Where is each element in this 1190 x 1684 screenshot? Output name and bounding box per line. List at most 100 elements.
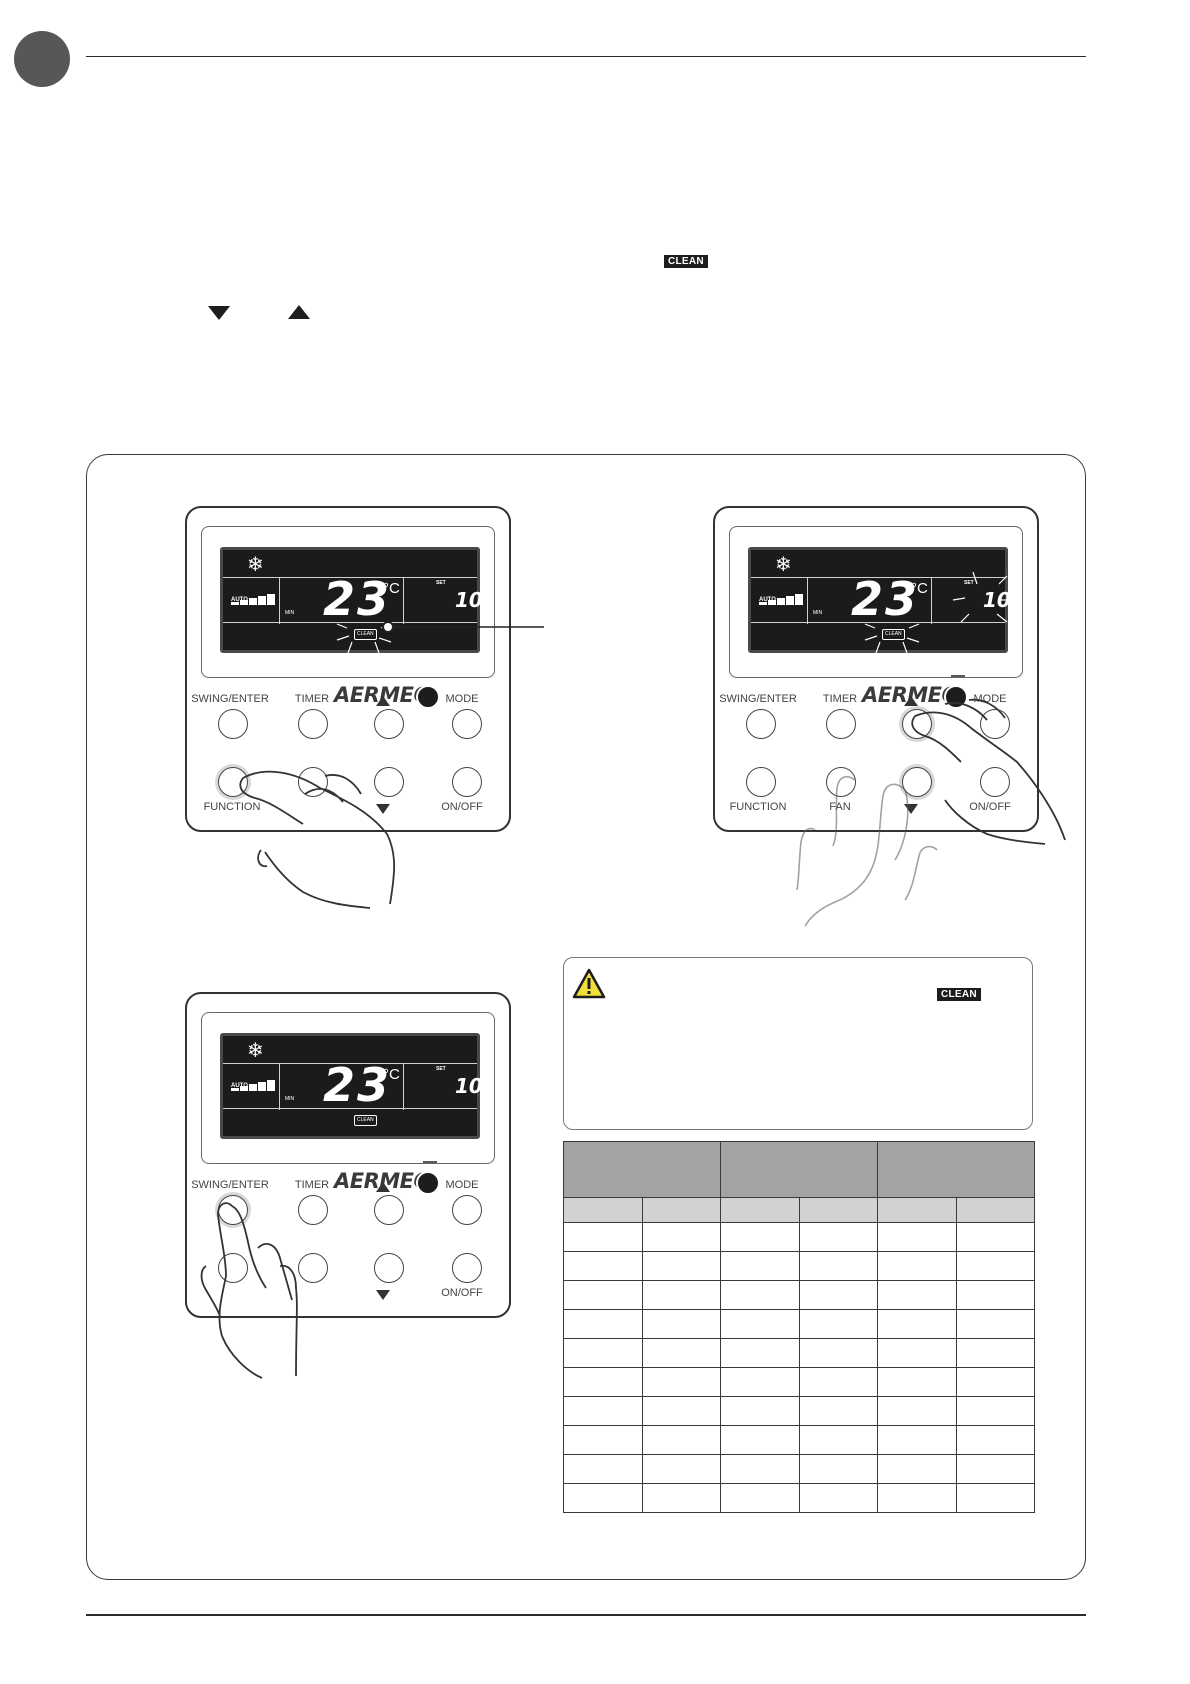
function-button[interactable] [218, 1253, 248, 1283]
timer-label: TIMER [294, 1179, 330, 1191]
temperature-readout: 23 [323, 572, 392, 626]
swing-enter-button[interactable] [218, 709, 248, 739]
mode-button[interactable] [452, 1195, 482, 1225]
display-panel: ❄ AUTO MIN 23 °C SET 10 CLEAN [729, 526, 1023, 709]
snowflake-icon: ❄ [247, 554, 264, 576]
lcd-screen: ❄ AUTO MIN 23 °C SET 10 CLEAN [220, 1033, 483, 1139]
table-header-cell [563, 1141, 721, 1198]
min-label: MIN [813, 610, 823, 616]
mode-label: MODE [973, 693, 1007, 705]
lcd-screen: ❄ AUTO MIN 23 °C SET 10 CLEAN [748, 547, 1011, 654]
up-button[interactable] [374, 709, 404, 739]
table-row [563, 1309, 1035, 1339]
timer-button[interactable] [298, 709, 328, 739]
clean-indicator: CLEAN [354, 1115, 377, 1126]
on-off-button[interactable] [452, 767, 482, 797]
set-label: SET [436, 580, 446, 586]
table-row [563, 1280, 1035, 1310]
set-label: SET [436, 1066, 446, 1072]
mode-button[interactable] [980, 709, 1010, 739]
fan-button[interactable] [826, 767, 856, 797]
remote-controller-step-2: ❄ AUTO MIN 23 °C SET 10 CLEAN [713, 506, 1039, 832]
on-off-button[interactable] [452, 1253, 482, 1283]
set-value: 10 [455, 588, 483, 612]
temperature-readout: 23 [851, 572, 920, 626]
fan-auto-label: AUTO [231, 1083, 248, 1089]
up-arrow-icon [376, 1182, 390, 1192]
on-off-label: ON/OFF [441, 1287, 483, 1299]
table-row [563, 1396, 1035, 1426]
settings-table [563, 1141, 1035, 1513]
fan-label: FAN [829, 801, 851, 813]
down-button[interactable] [374, 1253, 404, 1283]
up-arrow-icon [376, 696, 390, 706]
on-off-label: ON/OFF [441, 801, 483, 813]
brand-logo: AERMEC [330, 1169, 433, 1193]
clean-badge-warning: CLEAN [937, 988, 981, 1001]
function-label: FUNCTION [203, 801, 261, 813]
mode-label: MODE [445, 1179, 479, 1191]
up-button[interactable] [374, 1195, 404, 1225]
table-row [563, 1425, 1035, 1455]
down-triangle-icon [208, 306, 230, 320]
table-header-cell [720, 1141, 878, 1198]
on-off-label: ON/OFF [969, 801, 1011, 813]
up-arrow-icon [904, 696, 918, 706]
blink-rays [864, 571, 1011, 654]
ir-dot-leader [423, 1161, 437, 1163]
remote-controller-step-3: ❄ AUTO MIN 23 °C SET 10 CLEAN AERMEC SWI… [185, 992, 511, 1318]
table-row [563, 1251, 1035, 1281]
swing-enter-button[interactable] [218, 1195, 248, 1225]
warning-triangle-icon [572, 968, 606, 999]
down-arrow-icon [904, 804, 918, 814]
set-value: 10 [455, 1074, 483, 1098]
function-label: FUNCTION [729, 801, 787, 813]
table-header-row [563, 1141, 1035, 1198]
fan-button[interactable] [298, 1253, 328, 1283]
brand-logo: AERMEC [330, 683, 433, 707]
swing-enter-button[interactable] [746, 709, 776, 739]
up-triangle-icon [288, 305, 310, 319]
swing-enter-label: SWING/ENTER [191, 1179, 269, 1191]
on-off-button[interactable] [980, 767, 1010, 797]
display-panel: ❄ AUTO MIN 23 °C SET 10 CLEAN AERMEC [201, 526, 495, 709]
temperature-unit: °C [383, 1066, 400, 1083]
ir-receiver-dot [416, 1171, 440, 1195]
warning-box: CLEAN [563, 957, 1033, 1130]
swing-enter-label: SWING/ENTER [191, 693, 269, 705]
table-subheader-row [563, 1197, 1035, 1223]
mode-button[interactable] [452, 709, 482, 739]
clean-badge-inline: CLEAN [664, 255, 708, 268]
ir-receiver-dot [416, 685, 440, 709]
lcd-screen: ❄ AUTO MIN 23 °C SET 10 CLEAN [220, 547, 483, 654]
table-row [563, 1454, 1035, 1484]
header-rule [86, 56, 1086, 57]
fan-auto-label: AUTO [759, 597, 776, 603]
table-row [563, 1483, 1035, 1513]
min-label: MIN [285, 610, 295, 616]
chapter-marker [14, 31, 70, 87]
down-arrow-icon [376, 804, 390, 814]
down-button[interactable] [902, 767, 932, 797]
callout-leader-line [382, 621, 544, 633]
function-button[interactable] [218, 767, 248, 797]
fan-button[interactable] [298, 767, 328, 797]
up-button[interactable] [902, 709, 932, 739]
snowflake-icon: ❄ [775, 554, 792, 576]
table-row [563, 1338, 1035, 1368]
figure-frame [86, 454, 1086, 1580]
snowflake-icon: ❄ [247, 1040, 264, 1062]
down-button[interactable] [374, 767, 404, 797]
timer-button[interactable] [826, 709, 856, 739]
function-button[interactable] [746, 767, 776, 797]
temperature-unit: °C [911, 580, 928, 597]
temperature-unit: °C [383, 580, 400, 597]
mode-label: MODE [445, 693, 479, 705]
fan-auto-label: AUTO [231, 597, 248, 603]
ir-dot-leader [951, 675, 965, 677]
swing-enter-label: SWING/ENTER [719, 693, 797, 705]
clean-indicator: CLEAN [882, 629, 905, 640]
timer-label: TIMER [294, 693, 330, 705]
timer-button[interactable] [298, 1195, 328, 1225]
min-label: MIN [285, 1096, 295, 1102]
